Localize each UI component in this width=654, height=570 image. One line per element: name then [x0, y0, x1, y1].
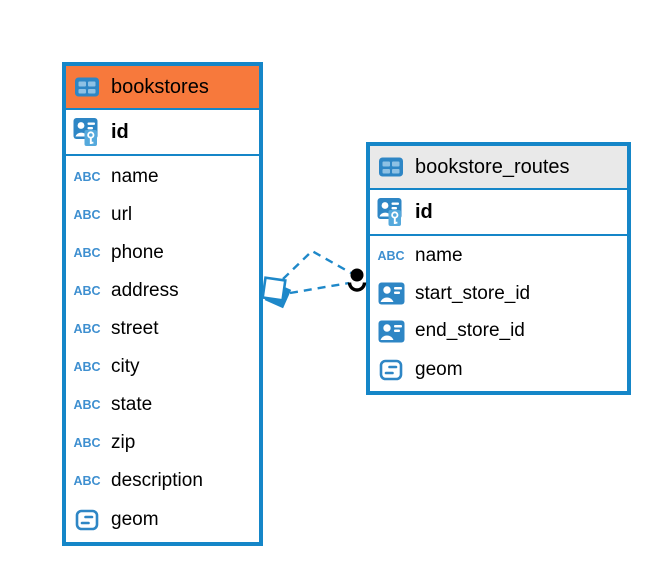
table-bookstore-routes-header[interactable]: bookstore_routes — [370, 146, 627, 190]
column-row[interactable]: start_store_id — [370, 275, 627, 313]
text-type-icon: ABC — [73, 169, 101, 185]
column-name: state — [111, 394, 153, 415]
table-title: bookstore_routes — [415, 155, 570, 178]
table-title: bookstores — [111, 75, 209, 98]
column-name: start_store_id — [415, 282, 531, 304]
table-bookstores-body: ABC name ABC url ABC phone ABC address A… — [66, 156, 259, 542]
source-marker-double-square — [261, 276, 292, 309]
text-type-icon: ABC — [73, 397, 101, 413]
column-row[interactable]: ABC url — [66, 196, 259, 234]
table-bookstore-routes[interactable]: bookstore_routes id ABC — [366, 142, 631, 395]
primary-key-icon — [72, 117, 102, 148]
geometry-type-icon — [72, 508, 102, 532]
column-row[interactable]: geom — [370, 350, 627, 389]
column-row[interactable]: ABC address — [66, 272, 259, 310]
text-type-icon: ABC — [73, 321, 101, 337]
column-row[interactable]: end_store_id — [370, 313, 627, 351]
column-name: address — [111, 280, 179, 301]
column-name: url — [111, 204, 133, 225]
column-row[interactable]: ABC name — [370, 238, 627, 275]
text-type-icon: ABC — [73, 435, 101, 451]
text-type-icon: ABC — [73, 245, 101, 261]
column-name: street — [111, 318, 159, 339]
column-row[interactable]: ABC state — [66, 386, 259, 424]
column-row-pk[interactable]: id — [370, 190, 627, 236]
column-row[interactable]: ABC description — [66, 462, 259, 500]
column-row-pk[interactable]: id — [66, 110, 259, 156]
text-type-icon: ABC — [73, 359, 101, 375]
relationship-line-upper — [282, 249, 352, 280]
column-name: id — [415, 200, 433, 223]
text-type-icon: ABC — [73, 283, 101, 299]
column-row[interactable]: ABC city — [66, 348, 259, 386]
reference-type-icon — [376, 320, 406, 343]
column-row[interactable]: ABC zip — [66, 424, 259, 462]
column-name: id — [111, 120, 129, 143]
reference-type-icon — [376, 282, 406, 305]
column-row[interactable]: ABC phone — [66, 234, 259, 272]
column-name: end_store_id — [415, 320, 525, 342]
table-icon — [72, 75, 102, 99]
column-name: geom — [111, 509, 159, 530]
text-type-icon: ABC — [73, 207, 101, 223]
column-name: name — [111, 166, 159, 187]
column-row[interactable]: geom — [66, 500, 259, 540]
relationship-line-lower — [289, 281, 350, 295]
table-bookstore-routes-body: ABC name start_store_id — [370, 236, 627, 391]
column-name: description — [111, 470, 203, 491]
text-type-icon: ABC — [377, 249, 405, 264]
table-bookstores-header[interactable]: bookstores — [66, 66, 259, 110]
column-name: city — [111, 356, 140, 377]
column-name: phone — [111, 242, 164, 263]
table-bookstores[interactable]: bookstores id ABC — [62, 62, 263, 546]
text-type-icon: ABC — [73, 473, 101, 489]
column-name: zip — [111, 432, 136, 453]
column-name: name — [415, 245, 463, 267]
target-marker-dot-arc — [347, 268, 367, 292]
table-icon — [376, 155, 406, 179]
column-row[interactable]: ABC name — [66, 158, 259, 196]
primary-key-icon — [376, 197, 406, 228]
column-name: geom — [415, 358, 463, 380]
geometry-type-icon — [376, 358, 406, 382]
column-row[interactable]: ABC street — [66, 310, 259, 348]
